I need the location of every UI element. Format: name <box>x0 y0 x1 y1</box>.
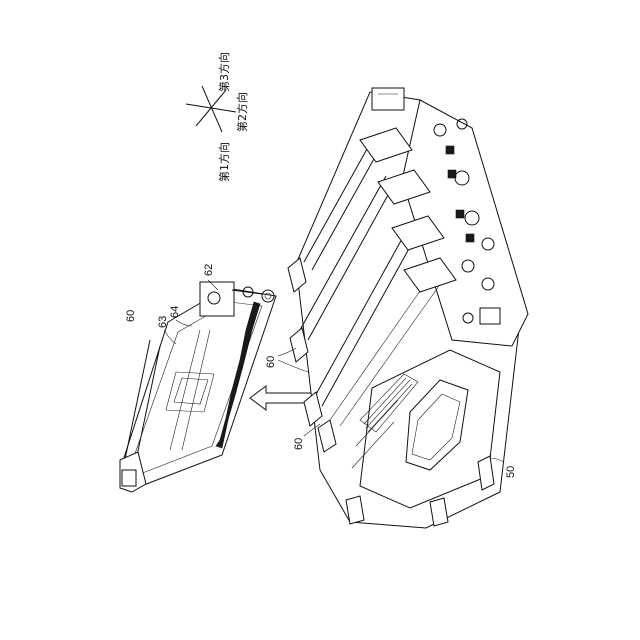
label-cartridge-inserted-lower: 60 <box>293 438 305 450</box>
label-cartridge-inserted-upper: 60 <box>265 356 277 368</box>
label-cartridge-removed: 60 <box>125 310 137 322</box>
direction-label-second: 第2方向 <box>235 92 249 132</box>
label-unit: 50 <box>505 466 517 478</box>
label-part-64: 64 <box>169 306 181 318</box>
direction-label-third: 第3方向 <box>217 52 231 92</box>
coupling-block <box>200 282 234 316</box>
axis-line-first <box>196 90 226 126</box>
cartridge-removed: 60 63 64 62 <box>120 264 276 492</box>
label-part-63: 63 <box>157 316 169 328</box>
direction-label-first: 第1方向 <box>217 142 231 182</box>
main-unit: 60 60 50 <box>265 88 528 528</box>
label-part-62: 62 <box>203 264 215 276</box>
direction-indicator: 第3方向 第2方向 第1方向 <box>186 52 249 182</box>
